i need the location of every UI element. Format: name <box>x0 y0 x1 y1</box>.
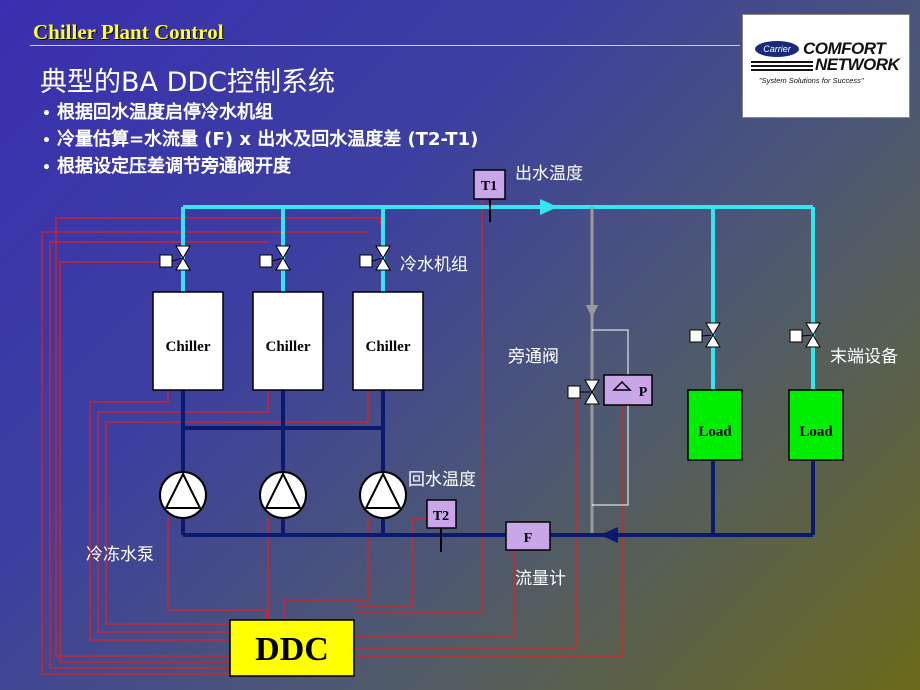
wire-flow <box>355 550 516 637</box>
label-bypass-valve: 旁通阀 <box>508 347 559 367</box>
chiller-1-label: Chiller <box>166 339 211 355</box>
wire-chiller-3 <box>105 390 369 625</box>
label-chilled-water-pump: 冷冻水泵 <box>86 545 154 565</box>
logo-line1: COMFORT <box>803 39 886 58</box>
label-flow-meter: 流量计 <box>515 569 566 589</box>
svg-text:Load: Load <box>799 424 833 440</box>
load-1: Load <box>687 389 743 461</box>
page-title: 典型的BA DDC控制系统 <box>40 67 336 98</box>
pump-1 <box>159 471 207 519</box>
chiller-2-label: Chiller <box>266 339 311 355</box>
chiller-3: Chiller <box>352 291 424 391</box>
label-chiller-group: 冷水机组 <box>400 255 468 275</box>
logo-tagline: "System Solutions for Success" <box>759 76 864 85</box>
dp-sensor: P <box>603 374 653 406</box>
flow-meter: F <box>505 521 551 551</box>
wire-chiller-2 <box>97 390 269 633</box>
svg-text:Load: Load <box>698 424 732 440</box>
wire-t1 <box>355 200 483 613</box>
chiller-1: Chiller <box>152 291 224 391</box>
svg-text:F: F <box>524 531 533 546</box>
supply-flow-arrow <box>540 199 558 215</box>
header-title: Chiller Plant Control <box>33 20 224 44</box>
chiller-valve-2 <box>259 245 291 271</box>
chiller-valve-1 <box>159 245 191 271</box>
wire-chiller-1 <box>89 390 230 641</box>
wire-pump-3 <box>283 518 369 620</box>
dp-sensing-line <box>592 329 629 506</box>
chiller-2: Chiller <box>252 291 324 391</box>
sensor-t2: T2 <box>426 499 457 552</box>
sensor-t1: T1 <box>473 169 506 222</box>
label-terminal-equipment: 末端设备 <box>830 347 898 367</box>
chiller-valve-3 <box>359 245 391 271</box>
wire-dp <box>355 405 623 657</box>
label-supply-temp: 出水温度 <box>515 164 583 184</box>
bypass-valve <box>567 379 600 405</box>
wire-valve-3b <box>55 217 381 657</box>
bypass-flow-arrow <box>586 305 598 318</box>
signal-wires <box>41 200 623 675</box>
company-logo: Carrier COMFORT NETWORK "System Solution… <box>742 14 910 118</box>
load-2: Load <box>788 389 844 461</box>
supply-piping <box>181 205 815 390</box>
svg-text:P: P <box>639 385 648 400</box>
wire-t2 <box>355 517 425 607</box>
pump-3 <box>359 471 407 519</box>
bullet-2: •冷量估算=水流量 (F) x 出水及回水温度差 (T2-T1) <box>42 129 479 150</box>
svg-text:DDC: DDC <box>255 631 329 668</box>
bullet-3: •根据设定压差调节旁通阀开度 <box>42 156 291 177</box>
bullet-1: •根据回水温度启停冷水机组 <box>42 102 273 123</box>
svg-text:T2: T2 <box>433 509 449 524</box>
chiller-3-label: Chiller <box>366 339 411 355</box>
header-divider <box>30 45 740 46</box>
logo-stripes <box>751 61 813 71</box>
ddc-controller: DDC <box>229 619 355 677</box>
load-valve-1 <box>689 322 721 348</box>
logo-line2: NETWORK <box>815 55 900 74</box>
chiller-valves <box>159 245 391 271</box>
svg-text:T1: T1 <box>481 179 497 194</box>
return-piping <box>181 390 815 537</box>
return-flow-arrow <box>600 527 618 543</box>
wire-valve-3 <box>41 231 367 675</box>
carrier-oval: Carrier <box>755 41 799 57</box>
pump-2 <box>259 471 307 519</box>
wire-bypass <box>355 392 577 649</box>
label-return-temp: 回水温度 <box>408 470 476 490</box>
wire-valve-2 <box>49 241 267 669</box>
wire-pump-1 <box>167 518 267 620</box>
wire-valve-1 <box>59 261 230 663</box>
load-valve-2 <box>789 322 821 348</box>
load-valves <box>689 322 821 348</box>
